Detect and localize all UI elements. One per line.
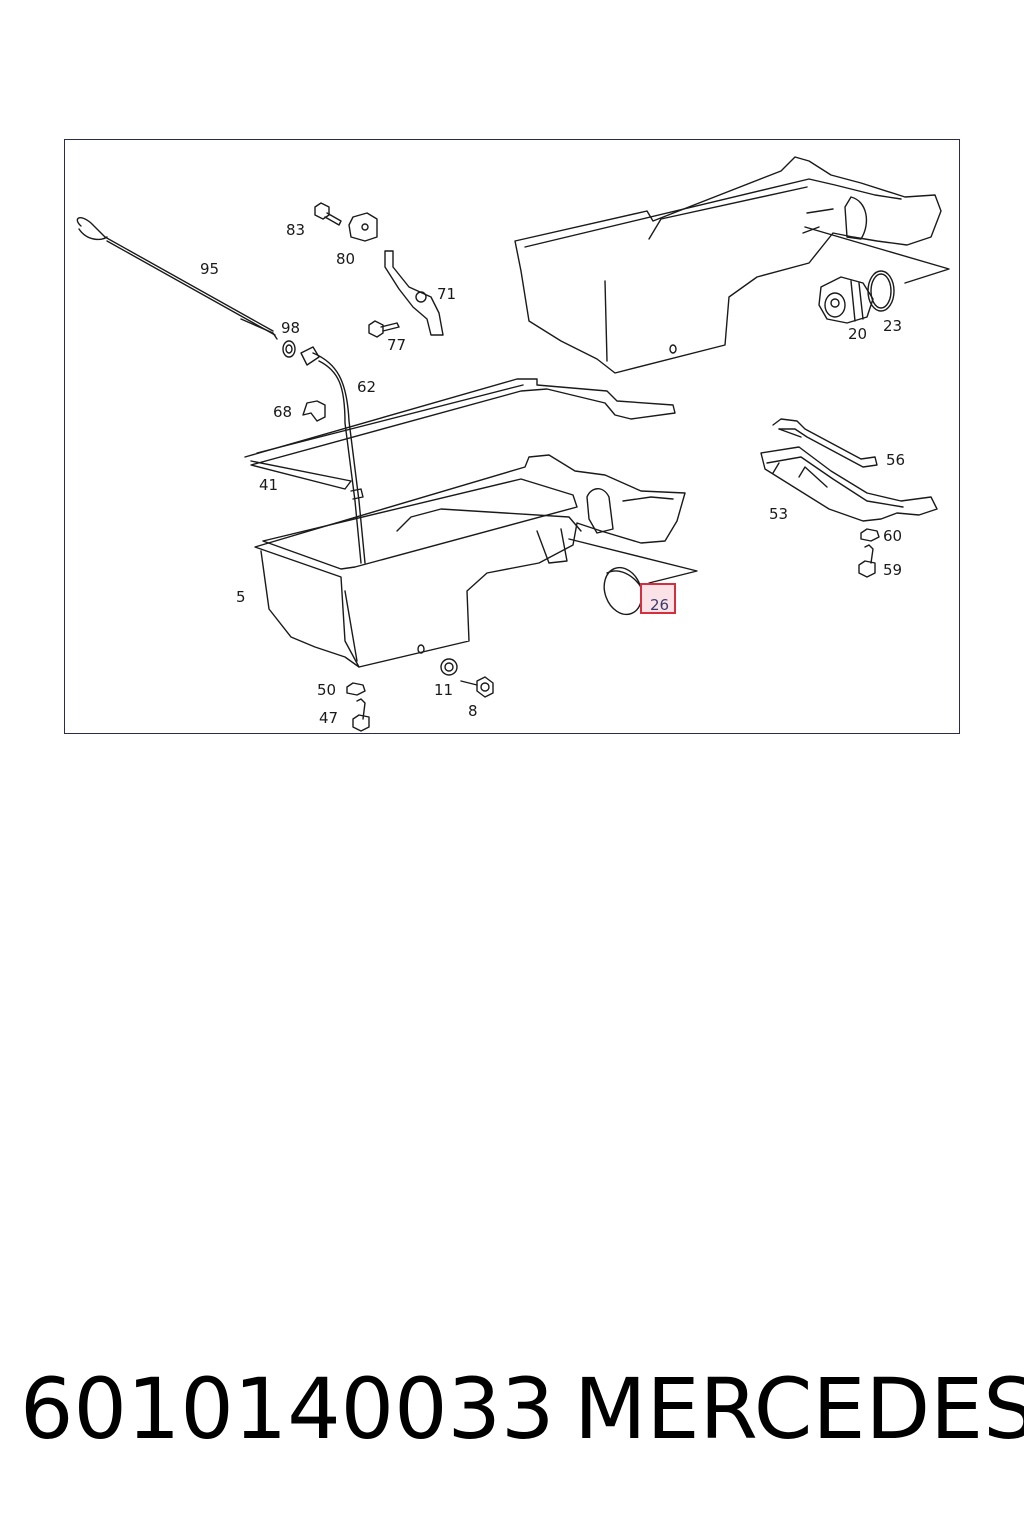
bracket-71-part [384, 250, 444, 336]
upper-oil-pan-part [514, 156, 950, 374]
label-23: 23 [883, 317, 902, 335]
highlight-box-26 [640, 583, 676, 614]
bolt-47-part [352, 698, 370, 732]
clamp-80-part [348, 212, 378, 242]
bolt-8-part [460, 676, 494, 698]
label-47: 47 [319, 709, 338, 727]
label-53: 53 [769, 505, 788, 523]
label-77: 77 [387, 336, 406, 354]
label-95: 95 [200, 260, 219, 278]
parts-diagram-frame: 95 83 80 71 98 77 62 68 41 5 50 47 11 8 … [64, 139, 960, 734]
dipstick-part [76, 217, 278, 340]
bolt-77-part [368, 320, 400, 338]
drain-plug-20-part [818, 276, 874, 324]
label-60: 60 [883, 527, 902, 545]
bolt-59-part [858, 544, 876, 578]
seal-98-part [282, 340, 296, 358]
label-20: 20 [848, 325, 867, 343]
oil-pan-5-part [254, 454, 686, 668]
label-59: 59 [883, 561, 902, 579]
label-62: 62 [357, 378, 376, 396]
clip-68-part [302, 400, 326, 422]
footer: 6010140033 MERCEDES [0, 1360, 1024, 1480]
washer-60-part [860, 528, 880, 542]
label-50: 50 [317, 681, 336, 699]
washer-50-part [346, 682, 366, 696]
label-83: 83 [286, 221, 305, 239]
label-26: 26 [650, 596, 669, 614]
label-56: 56 [886, 451, 905, 469]
label-80: 80 [336, 250, 355, 268]
guide-tube-62-part [300, 346, 366, 564]
cover-53-part [760, 446, 938, 522]
parts-diagram: 95 83 80 71 98 77 62 68 41 5 50 47 11 8 … [76, 156, 950, 732]
gasket-41-part [244, 378, 676, 490]
label-71: 71 [437, 285, 456, 303]
plug-26-part [603, 566, 643, 616]
washer-11-part [440, 658, 458, 676]
leader-line-26 [568, 538, 698, 584]
ring-23-part [867, 270, 895, 312]
label-5: 5 [236, 588, 246, 606]
label-8: 8 [468, 702, 478, 720]
label-11: 11 [434, 681, 453, 699]
bracket-56-part [772, 418, 878, 468]
bolt-83-part [314, 202, 342, 226]
brand-name: MERCEDES [574, 1360, 1024, 1458]
label-41: 41 [259, 476, 278, 494]
label-68: 68 [273, 403, 292, 421]
part-number: 6010140033 [20, 1360, 555, 1458]
label-98: 98 [281, 319, 300, 337]
